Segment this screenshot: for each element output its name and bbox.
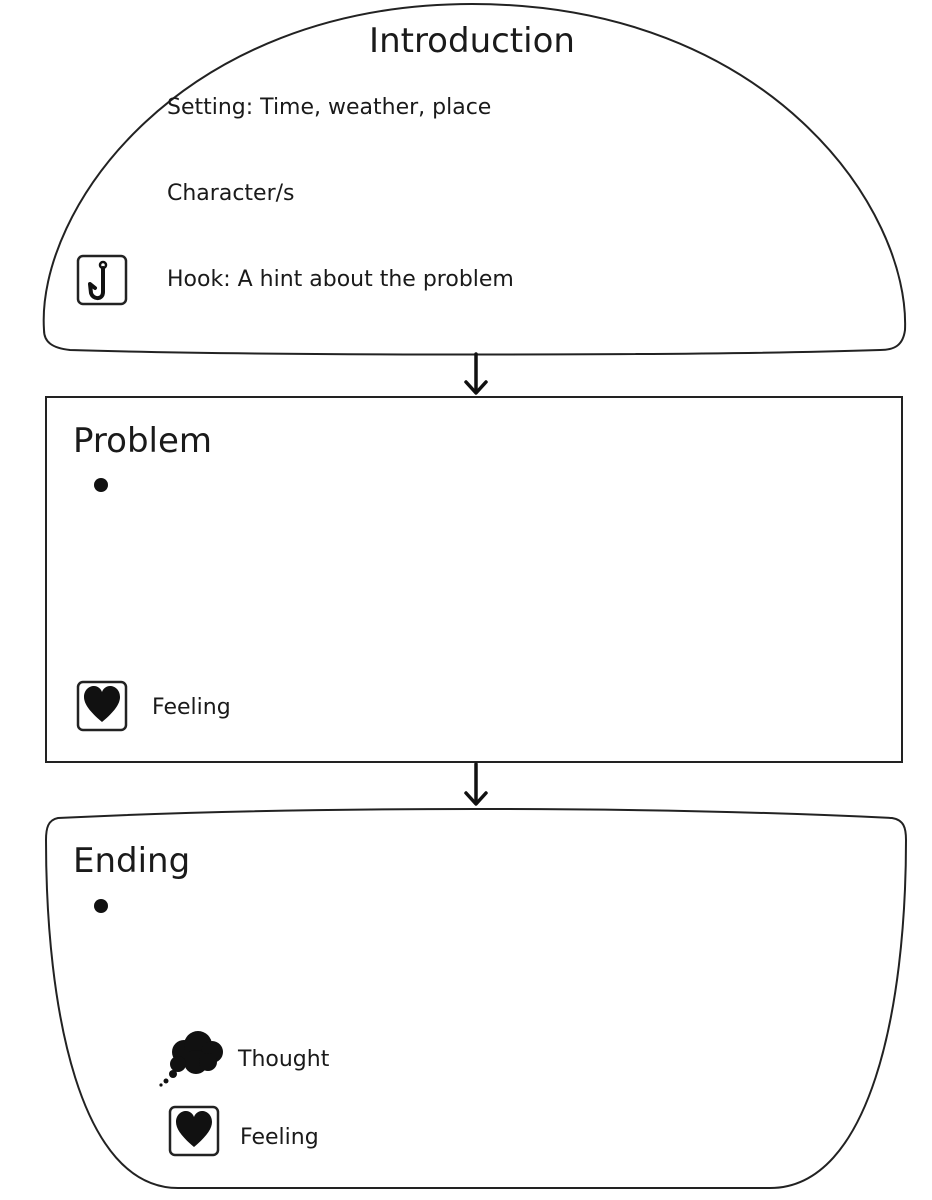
ending-thought-label: Thought [237, 1047, 330, 1072]
ending-section: Ending Thought Feeling [44, 808, 908, 1189]
problem-title: Problem [73, 421, 212, 461]
ending-title: Ending [73, 841, 190, 881]
bullet-point [94, 478, 108, 492]
introduction-dome [42, 2, 907, 356]
ending-feeling-label: Feeling [240, 1125, 319, 1150]
problem-feeling-label: Feeling [152, 695, 231, 720]
introduction-title: Introduction [369, 21, 575, 61]
hook-label: Hook: A hint about the problem [167, 267, 514, 292]
hook-icon [76, 254, 128, 306]
introduction-section: Introduction Setting: Time, weather, pla… [42, 2, 907, 356]
problem-box [45, 396, 903, 763]
bullet-point [94, 899, 108, 913]
arrow-problem-to-ending [464, 762, 488, 806]
character-label: Character/s [167, 181, 295, 206]
heart-icon [168, 1105, 220, 1157]
problem-section: Problem Feeling [45, 396, 903, 763]
ending-bowl [44, 808, 908, 1189]
arrow-intro-to-problem [464, 352, 488, 395]
heart-icon [76, 680, 128, 732]
thought-cloud-icon [159, 1031, 223, 1087]
setting-label: Setting: Time, weather, place [167, 95, 491, 120]
